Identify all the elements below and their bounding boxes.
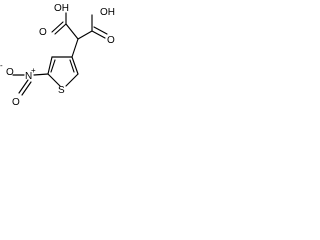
bond-c5-n [33, 73, 49, 76]
carbonyl-oxygen-label-right: O [107, 35, 115, 46]
ring-bond-s-c5 [47, 73, 61, 87]
hydroxyl-label-left: OH [54, 3, 69, 14]
bond-lines [12, 12, 108, 96]
ring-bond-c3-c4-inner [69, 59, 75, 73]
bond-left-carboxyl-o-double-b [51, 21, 64, 33]
nitro-oxygen-label-negative: O [6, 67, 14, 78]
sulfur-label: S [58, 85, 65, 96]
bond-n-o-double-a [18, 79, 29, 94]
chemical-structure-diagram: OH OH O O S N + O - O [0, 3, 115, 107]
bond-ch-right-carboxyl [77, 30, 93, 40]
bond-n-o-double-b [21, 81, 32, 96]
bond-ch-left-carboxyl [65, 23, 79, 40]
ring-bond-c5-c4-inner [50, 59, 56, 73]
hydroxyl-label-right: OH [100, 7, 115, 18]
carbonyl-oxygen-label-left: O [39, 27, 47, 38]
atom-labels: OH OH O O S N + O - O [0, 3, 115, 107]
bond-c3-ch [71, 38, 79, 58]
bond-right-carboxyl-o-double-a [91, 30, 106, 39]
nitro-charge-negative: - [0, 61, 3, 70]
ring-bond-c5-c4-outer [47, 56, 53, 75]
bond-left-carboxyl-o-double-a [54, 23, 67, 35]
nitro-charge-positive: + [31, 66, 36, 75]
ring-bond-c4-s [65, 73, 79, 87]
nitro-oxygen-label-double: O [12, 97, 20, 107]
bond-right-carboxyl-o-double-b [93, 26, 108, 35]
ring-bond-c3-c4 [71, 56, 79, 75]
nitro-nitrogen-label: N [25, 71, 32, 82]
